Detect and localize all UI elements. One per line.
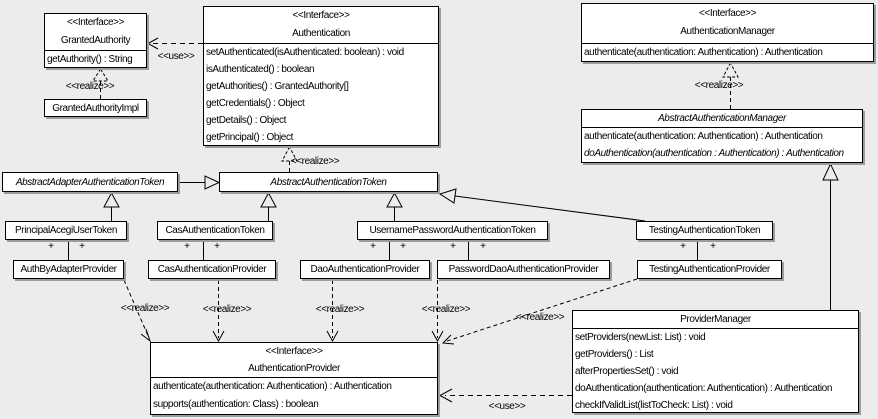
class-name: ProviderManager xyxy=(680,314,751,325)
method: getCredentials() : Object xyxy=(206,98,305,109)
association-lines xyxy=(68,240,698,260)
class-name: PrincipalAcegiUserToken xyxy=(15,225,117,236)
class-abstractadapterauthenticationtoken[interactable]: AbstractAdapterAuthenticationToken xyxy=(2,172,178,192)
generalization-providermanager-to-abstractmanager xyxy=(822,162,839,310)
association-plus: + xyxy=(79,241,85,252)
method: supports(authentication: Class) : boolea… xyxy=(153,399,319,410)
stereotype: <<Interface>> xyxy=(66,17,125,28)
method: doAuthentication(authentication : Authen… xyxy=(584,148,844,159)
class-name: AbstractAuthenticationToken xyxy=(270,177,387,188)
method: isAuthenticated() : boolean xyxy=(206,64,315,75)
method: authenticate(authentication: Authenticat… xyxy=(584,47,823,58)
edge-label-use: <<use>> xyxy=(488,401,526,412)
association-plus: + xyxy=(214,241,220,252)
class-name: Authentication xyxy=(292,28,350,39)
association-plus: + xyxy=(450,241,456,252)
class-providermanager[interactable]: ProviderManager setProviders(newList: Li… xyxy=(572,310,859,413)
method: getPrincipal() : Object xyxy=(206,132,293,143)
class-name: GrantedAuthorityImpl xyxy=(52,103,139,114)
stereotype: <<Interface>> xyxy=(698,8,757,19)
class-abstractauthenticationmanager[interactable]: AbstractAuthenticationManager authentica… xyxy=(581,109,863,163)
method: getAuthorities() : GrantedAuthority[] xyxy=(206,81,349,92)
class-authentication[interactable]: <<Interface>> Authentication setAuthenti… xyxy=(203,6,439,146)
method: getProviders() : List xyxy=(575,349,654,360)
class-authenticationprovider[interactable]: <<Interface>> AuthenticationProvider aut… xyxy=(150,342,438,415)
class-name: GrantedAuthority xyxy=(60,35,131,46)
generalization-principaltoken xyxy=(103,191,120,221)
class-name: AuthenticationManager xyxy=(680,26,775,37)
class-name: CasAuthenticationToken xyxy=(165,225,265,236)
method: checkIfValidList(listToCheck: List) : vo… xyxy=(575,400,733,411)
association-plus: + xyxy=(370,241,376,252)
class-testingauthenticationprovider[interactable]: TestingAuthenticationProvider xyxy=(637,260,782,279)
class-name: TestingAuthenticationToken xyxy=(648,225,761,236)
generalization-testingtoken xyxy=(438,188,646,222)
generalization-castoken xyxy=(260,191,277,221)
method: authenticate(authentication: Authenticat… xyxy=(584,131,823,142)
class-name: TestingAuthenticationProvider xyxy=(649,264,770,275)
edge-label-realize: <<realize>> xyxy=(120,303,170,314)
class-name: UsernamePasswordAuthenticationToken xyxy=(369,225,536,236)
class-name: AbstractAdapterAuthenticationToken xyxy=(15,177,165,188)
edge-label-realize: <<realize>> xyxy=(290,156,340,167)
method: setAuthenticated(isAuthenticated: boolea… xyxy=(206,47,404,58)
class-principalacegiusertoken[interactable]: PrincipalAcegiUserToken xyxy=(5,221,127,240)
method: doAuthentication(authentication: Authent… xyxy=(575,383,832,394)
edge-label-realize: <<realize>> xyxy=(202,304,252,315)
association-plus: + xyxy=(710,241,716,252)
class-authenticationmanager[interactable]: <<Interface>> AuthenticationManager auth… xyxy=(581,3,874,62)
class-authbyadapterprovider[interactable]: AuthByAdapterProvider xyxy=(13,260,124,279)
use-authentication-to-grantedauthority xyxy=(146,37,203,50)
association-plus: + xyxy=(184,241,190,252)
method: setProviders(newList: List) : void xyxy=(575,332,706,343)
class-name: AuthByAdapterProvider xyxy=(20,264,117,275)
class-testingauthenticationtoken[interactable]: TestingAuthenticationToken xyxy=(636,221,773,240)
edge-label-realize: <<realize>> xyxy=(421,304,471,315)
class-casauthenticationtoken[interactable]: CasAuthenticationToken xyxy=(157,221,273,240)
class-name: AbstractAuthenticationManager xyxy=(658,113,786,124)
association-plus: + xyxy=(48,241,54,252)
method: authenticate(authentication: Authenticat… xyxy=(153,381,392,392)
class-casauthenticationprovider[interactable]: CasAuthenticationProvider xyxy=(148,260,276,279)
class-grantedauthorityimpl[interactable]: GrantedAuthorityImpl xyxy=(44,99,147,117)
edge-label-realize: <<realize>> xyxy=(315,304,365,315)
stereotype: <<Interface>> xyxy=(265,346,323,357)
class-daoauthenticationprovider[interactable]: DaoAuthenticationProvider xyxy=(300,260,430,279)
class-usernamepasswordauthenticationtoken[interactable]: UsernamePasswordAuthenticationToken xyxy=(357,221,548,240)
class-abstractauthenticationtoken[interactable]: AbstractAuthenticationToken xyxy=(219,172,438,192)
edge-label-realize: <<realize>> xyxy=(65,81,115,92)
class-grantedauthority[interactable]: <<Interface>> GrantedAuthority getAuthor… xyxy=(44,13,147,68)
class-name: CasAuthenticationProvider xyxy=(157,264,267,275)
edge-label-realize: <<realize>> xyxy=(694,80,744,91)
association-plus: + xyxy=(400,241,406,252)
method: getDetails() : Object xyxy=(206,115,286,126)
stereotype: <<Interface>> xyxy=(292,10,350,21)
edge-label-use: <<use>> xyxy=(157,51,195,62)
association-plus: + xyxy=(480,241,486,252)
method: getAuthority() : String xyxy=(47,54,133,65)
edge-label-realize: <<realize>> xyxy=(515,312,565,323)
association-plus: + xyxy=(680,241,686,252)
generalization-abstractadapter-to-abstracttoken xyxy=(179,175,221,190)
method: afterPropertiesSet() : void xyxy=(575,366,679,377)
class-name: DaoAuthenticationProvider xyxy=(310,264,420,275)
generalization-usernamepasswordtoken xyxy=(386,191,403,221)
class-passworddaoauthenticationprovider[interactable]: PasswordDaoAuthenticationProvider xyxy=(437,260,610,279)
class-name: AuthenticationProvider xyxy=(248,363,340,374)
class-name: PasswordDaoAuthenticationProvider xyxy=(448,264,599,275)
